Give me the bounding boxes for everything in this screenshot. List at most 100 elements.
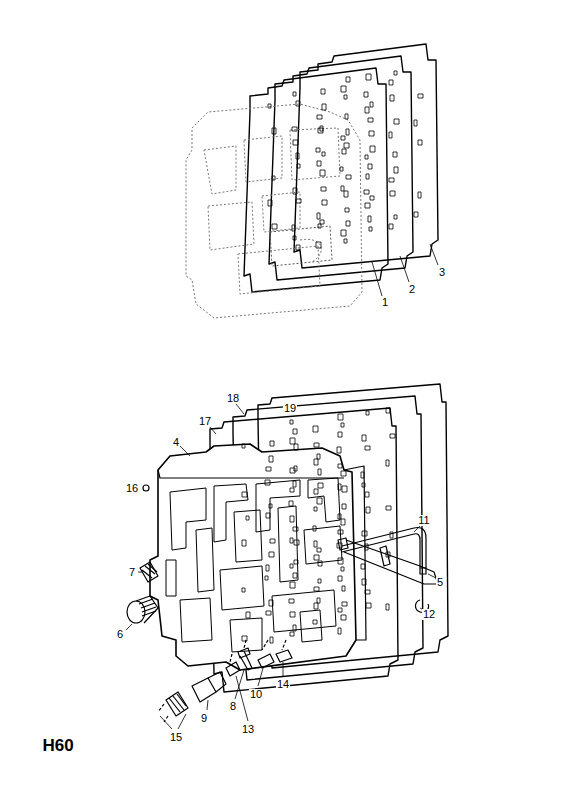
plate-hole [296,199,301,203]
callout-number: 17 [198,416,212,427]
plate-hole [314,555,319,560]
plate-hole [341,567,344,571]
plate-hole [314,603,318,609]
callout-number: 5 [436,577,444,588]
plate-hole [322,200,327,205]
plate-hole [337,543,342,548]
plate-hole [389,224,393,229]
plate-hole [265,480,270,485]
plate-hole [361,472,364,478]
plate-hole [393,152,397,157]
plate-hole [314,541,317,547]
plate-hole [293,527,298,531]
plate-hole [270,441,274,446]
plate-hole [317,454,320,459]
plate-hole [389,178,394,182]
plate-hole [242,540,246,546]
plate-hole [341,86,346,92]
plate-hole [341,230,346,236]
plate-hole [341,519,345,525]
plate-hole [341,186,344,191]
plate-hole [322,152,325,156]
plate-hole [394,71,397,75]
plate-hole [270,539,275,543]
plate-hole [338,628,341,634]
callout-number: 19 [283,403,297,414]
plate-hole [346,129,349,135]
plate-hole [361,564,365,569]
plate-hole [318,579,321,583]
plate-hole [293,573,297,578]
plate-hole [386,552,390,557]
plate-hole [365,446,370,450]
plate-hole [313,620,317,624]
pins [226,640,292,676]
plate-hole [290,538,293,543]
plate-hole [314,489,318,494]
plate-hole [386,408,390,413]
plate-hole [242,492,247,497]
plate-hole [317,115,322,119]
plate-hole [389,132,392,138]
plate-hole [362,483,365,487]
plate-hole [338,484,341,490]
plate-hole [365,492,369,497]
plate-hole [346,175,351,179]
plate-hole [386,604,389,610]
plate-hole [342,586,345,591]
callout-number: 10 [249,689,263,700]
callout-number: 4 [172,437,180,448]
plate-hole [390,95,394,101]
plate-hole [369,227,372,231]
plate-hole [342,504,346,509]
callout-number: 3 [438,267,446,278]
callout-number: 11 [417,515,430,526]
plate-hole [317,598,320,603]
callout-number: 16 [125,483,139,494]
plate-hole [370,102,373,107]
plate-hole [290,632,294,636]
plate-hole [293,481,296,487]
plate-hole [290,438,295,444]
plate-hole [294,540,299,545]
plate-hole [294,444,298,450]
plate-hole [289,501,293,506]
plate-hole [362,579,366,585]
plate-hole [293,236,296,240]
plate-hole [362,435,366,441]
plate-hole [364,190,369,194]
plate-hole [317,498,322,504]
plate-hole [342,602,347,606]
valve-body-channels [166,478,342,652]
plate-hole [316,148,320,152]
plate-hole [366,411,369,415]
plate-hole [314,459,318,465]
plate-hole [338,464,342,468]
plate-hole [386,506,391,510]
plate-hole [366,507,370,513]
plate-hole [341,136,345,140]
plate-hole [272,176,275,180]
plate-hole [318,224,321,228]
plate-hole [313,426,318,432]
plate-hole [344,143,349,148]
plate-hole [266,513,270,518]
callout-number: 7 [128,567,136,578]
plate-hole [270,637,273,643]
plate-hole [320,126,323,131]
plate-hole [296,101,300,106]
plate-hole [317,161,321,166]
plate-hole [341,471,346,476]
plate-hole [369,131,374,136]
plate-hole [266,467,271,471]
plate-hole [346,221,350,226]
plate-hole [366,603,371,608]
plate-hole [290,420,293,424]
plate-hole [365,107,369,113]
plate-hole [320,220,324,224]
plate-hole [290,582,295,588]
valve-body [150,444,366,670]
plate-hole [294,466,297,471]
plate-hole [368,164,372,169]
plate-hole [365,544,368,550]
